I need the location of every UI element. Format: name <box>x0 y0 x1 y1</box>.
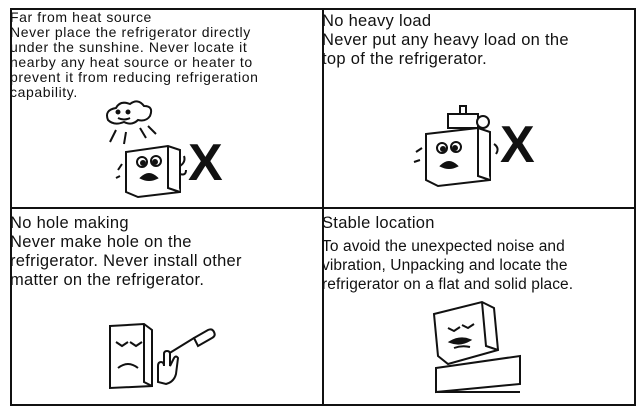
screwdriver-icon <box>167 328 216 355</box>
stop-hand-icon <box>157 349 180 386</box>
tilted-fridge-icon <box>432 300 500 366</box>
panel-heat-text: Far from heat source Never place the ref… <box>10 10 300 100</box>
panel-stable-line: vibration, Unpacking and locate the <box>322 257 568 274</box>
heavy-box-icon <box>447 105 490 129</box>
panel-load-line: top of the refrigerator. <box>322 50 487 68</box>
sad-fridge-icon <box>413 126 499 188</box>
panel-load-mark: X <box>500 116 535 174</box>
stable-location-illustration <box>432 300 521 394</box>
panel-load-text: No heavy load Never put any heavy load o… <box>322 12 622 69</box>
panel-heat-title: Far from heat source <box>10 9 152 25</box>
instruction-grid <box>10 8 636 406</box>
panel-heat-line: under the sunshine. Never locate it <box>10 39 248 55</box>
fridge-side-icon <box>109 322 153 390</box>
heater-cloud-icon <box>106 100 157 145</box>
panel-stable-title: Stable location <box>322 214 435 232</box>
panel-hole-text: No hole making Never make hole on the re… <box>10 214 300 290</box>
panel-heat-mark: X <box>188 134 223 192</box>
panel-load-line: Never put any heavy load on the <box>322 31 569 49</box>
panel-heat-line: capability. <box>10 84 78 100</box>
hole-making-illustration <box>109 322 216 390</box>
panel-load-title: No heavy load <box>322 12 432 30</box>
panel-hole-line: refrigerator. Never install other <box>10 252 242 270</box>
panel-heat-line: Never place the refrigerator directly <box>10 24 251 40</box>
horizontal-divider <box>12 207 634 209</box>
panel-stable-line: To avoid the unexpected noise and <box>322 238 565 255</box>
panel-hole-line: matter on the refrigerator. <box>10 271 205 289</box>
panel-stable-line: refrigerator on a flat and solid place. <box>322 276 574 293</box>
panel-stable-text: Stable location To avoid the unexpected … <box>322 214 622 294</box>
heavy-load-illustration: X <box>413 105 535 188</box>
heat-fridge-illustration: X <box>106 100 223 199</box>
sad-fridge-icon <box>115 144 187 199</box>
table-surface-icon <box>435 354 521 394</box>
panel-hole-line: Never make hole on the <box>10 233 192 251</box>
panel-heat-line: prevent it from reducing refrigeration <box>10 69 259 85</box>
panel-hole-title: No hole making <box>10 214 129 232</box>
panel-heat-line: nearby any heat source or heater to <box>10 54 253 70</box>
